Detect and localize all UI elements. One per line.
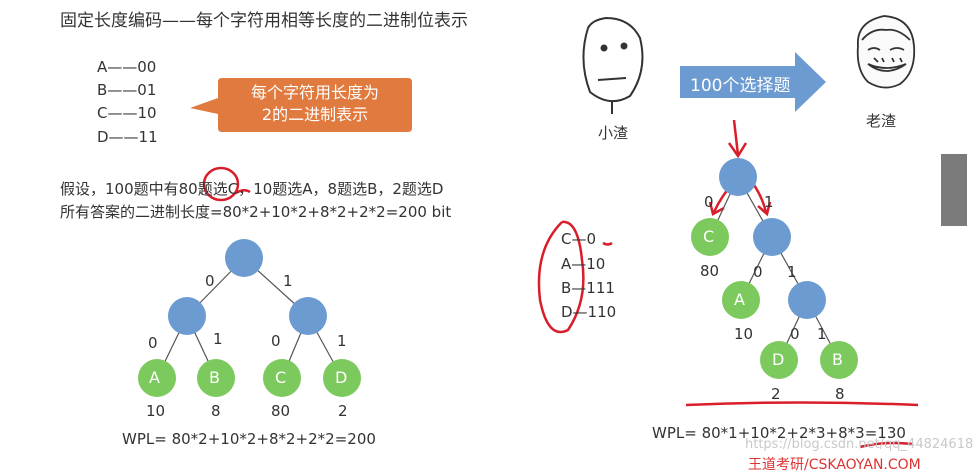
leaf-letter: A (734, 290, 745, 309)
leaf-letter: B (209, 368, 220, 387)
edge-label: 0 (704, 193, 714, 211)
callout-line: 每个字符用长度为 (250, 83, 379, 102)
right-leaf-node (820, 341, 858, 379)
leaf-letter: A (149, 368, 160, 387)
leaf-weight: 10 (734, 325, 754, 343)
right-internal-node (788, 281, 826, 319)
edge-label: 1 (283, 272, 293, 290)
right-leaf-node (722, 281, 760, 319)
right-root-node (719, 158, 757, 196)
leaf-weight: 80 (700, 262, 720, 280)
leaf-letter: D (772, 350, 785, 369)
left-leaf-node (263, 359, 301, 397)
diagram-canvas (138, 15, 919, 449)
right-leaf-node (760, 341, 798, 379)
story-arrow (680, 52, 826, 112)
heading: 固定长度编码——每个字符用相等长度的二进制位表示 (60, 11, 468, 31)
edge-label: 1 (213, 330, 223, 348)
scrollbar-thumb[interactable] (941, 154, 967, 226)
left-root-node (225, 239, 263, 277)
leaf-weight: 80 (271, 402, 291, 420)
right-leaf-node (691, 218, 729, 256)
assumption-line: 假设，100题中有80题选C，10题选A，8题选B，2题选D (60, 180, 444, 198)
callout-line: 2的二进制表示 (261, 105, 369, 124)
face-icon (582, 16, 644, 114)
edge-label: 0 (790, 325, 800, 343)
edge-label: 1 (817, 325, 827, 343)
leaf-letter: C (703, 227, 715, 246)
face-icon (856, 15, 916, 89)
left-internal-node (168, 297, 206, 335)
right-person-label: 老渣 (866, 112, 897, 130)
var-code: A—10 (561, 255, 606, 273)
var-code: C—0 (561, 230, 597, 248)
red-annotations (202, 119, 919, 449)
right-internal-node (753, 218, 791, 256)
leaf-weight: 2 (771, 385, 781, 403)
right-wpl: WPL= 80*1+10*2+2*3+8*3=130 (652, 424, 906, 442)
callout-text: 每个字符用长度为 2的二进制表示 (222, 82, 408, 126)
leaf-letter: B (832, 350, 843, 369)
left-leaf-node (197, 359, 235, 397)
fixed-code-a: A——00 (97, 58, 157, 76)
fixed-code-d: D——11 (97, 128, 158, 146)
edge-label: 1 (337, 332, 347, 350)
var-code: D—110 (561, 303, 617, 321)
left-leaf-node (323, 359, 361, 397)
left-wpl: WPL= 80*2+10*2+8*2+2*2=200 (122, 430, 376, 448)
leaf-letter: C (275, 368, 287, 387)
edge-label: 0 (753, 263, 763, 281)
fixed-code-c: C——10 (97, 104, 157, 122)
leaf-weight: 2 (338, 402, 348, 420)
bottom-url: 王道考研/CSKAOYAN.COM (748, 457, 921, 473)
left-internal-node (289, 297, 327, 335)
left-leaf-node (138, 359, 176, 397)
edge-label: 1 (787, 263, 797, 281)
leaf-weight: 8 (835, 385, 845, 403)
fixed-code-b: B——01 (97, 81, 157, 99)
edge-label: 0 (148, 334, 158, 352)
edge-label: 0 (205, 272, 215, 290)
callout-box (190, 78, 412, 132)
edge-label: 0 (271, 332, 281, 350)
leaf-weight: 8 (211, 402, 221, 420)
leaf-weight: 10 (146, 402, 166, 420)
arrow-label: 100个选择题 (690, 76, 791, 96)
left-person-label: 小渣 (598, 124, 629, 142)
leaf-letter: D (335, 368, 348, 387)
edge-label: 1 (764, 193, 774, 211)
assumption-line: 所有答案的二进制长度=80*2+10*2+8*2+2*2=200 bit (60, 203, 452, 221)
var-code: B—111 (561, 279, 615, 297)
watermark: https://blog.csdn.net/qq_44824618 (745, 437, 973, 452)
